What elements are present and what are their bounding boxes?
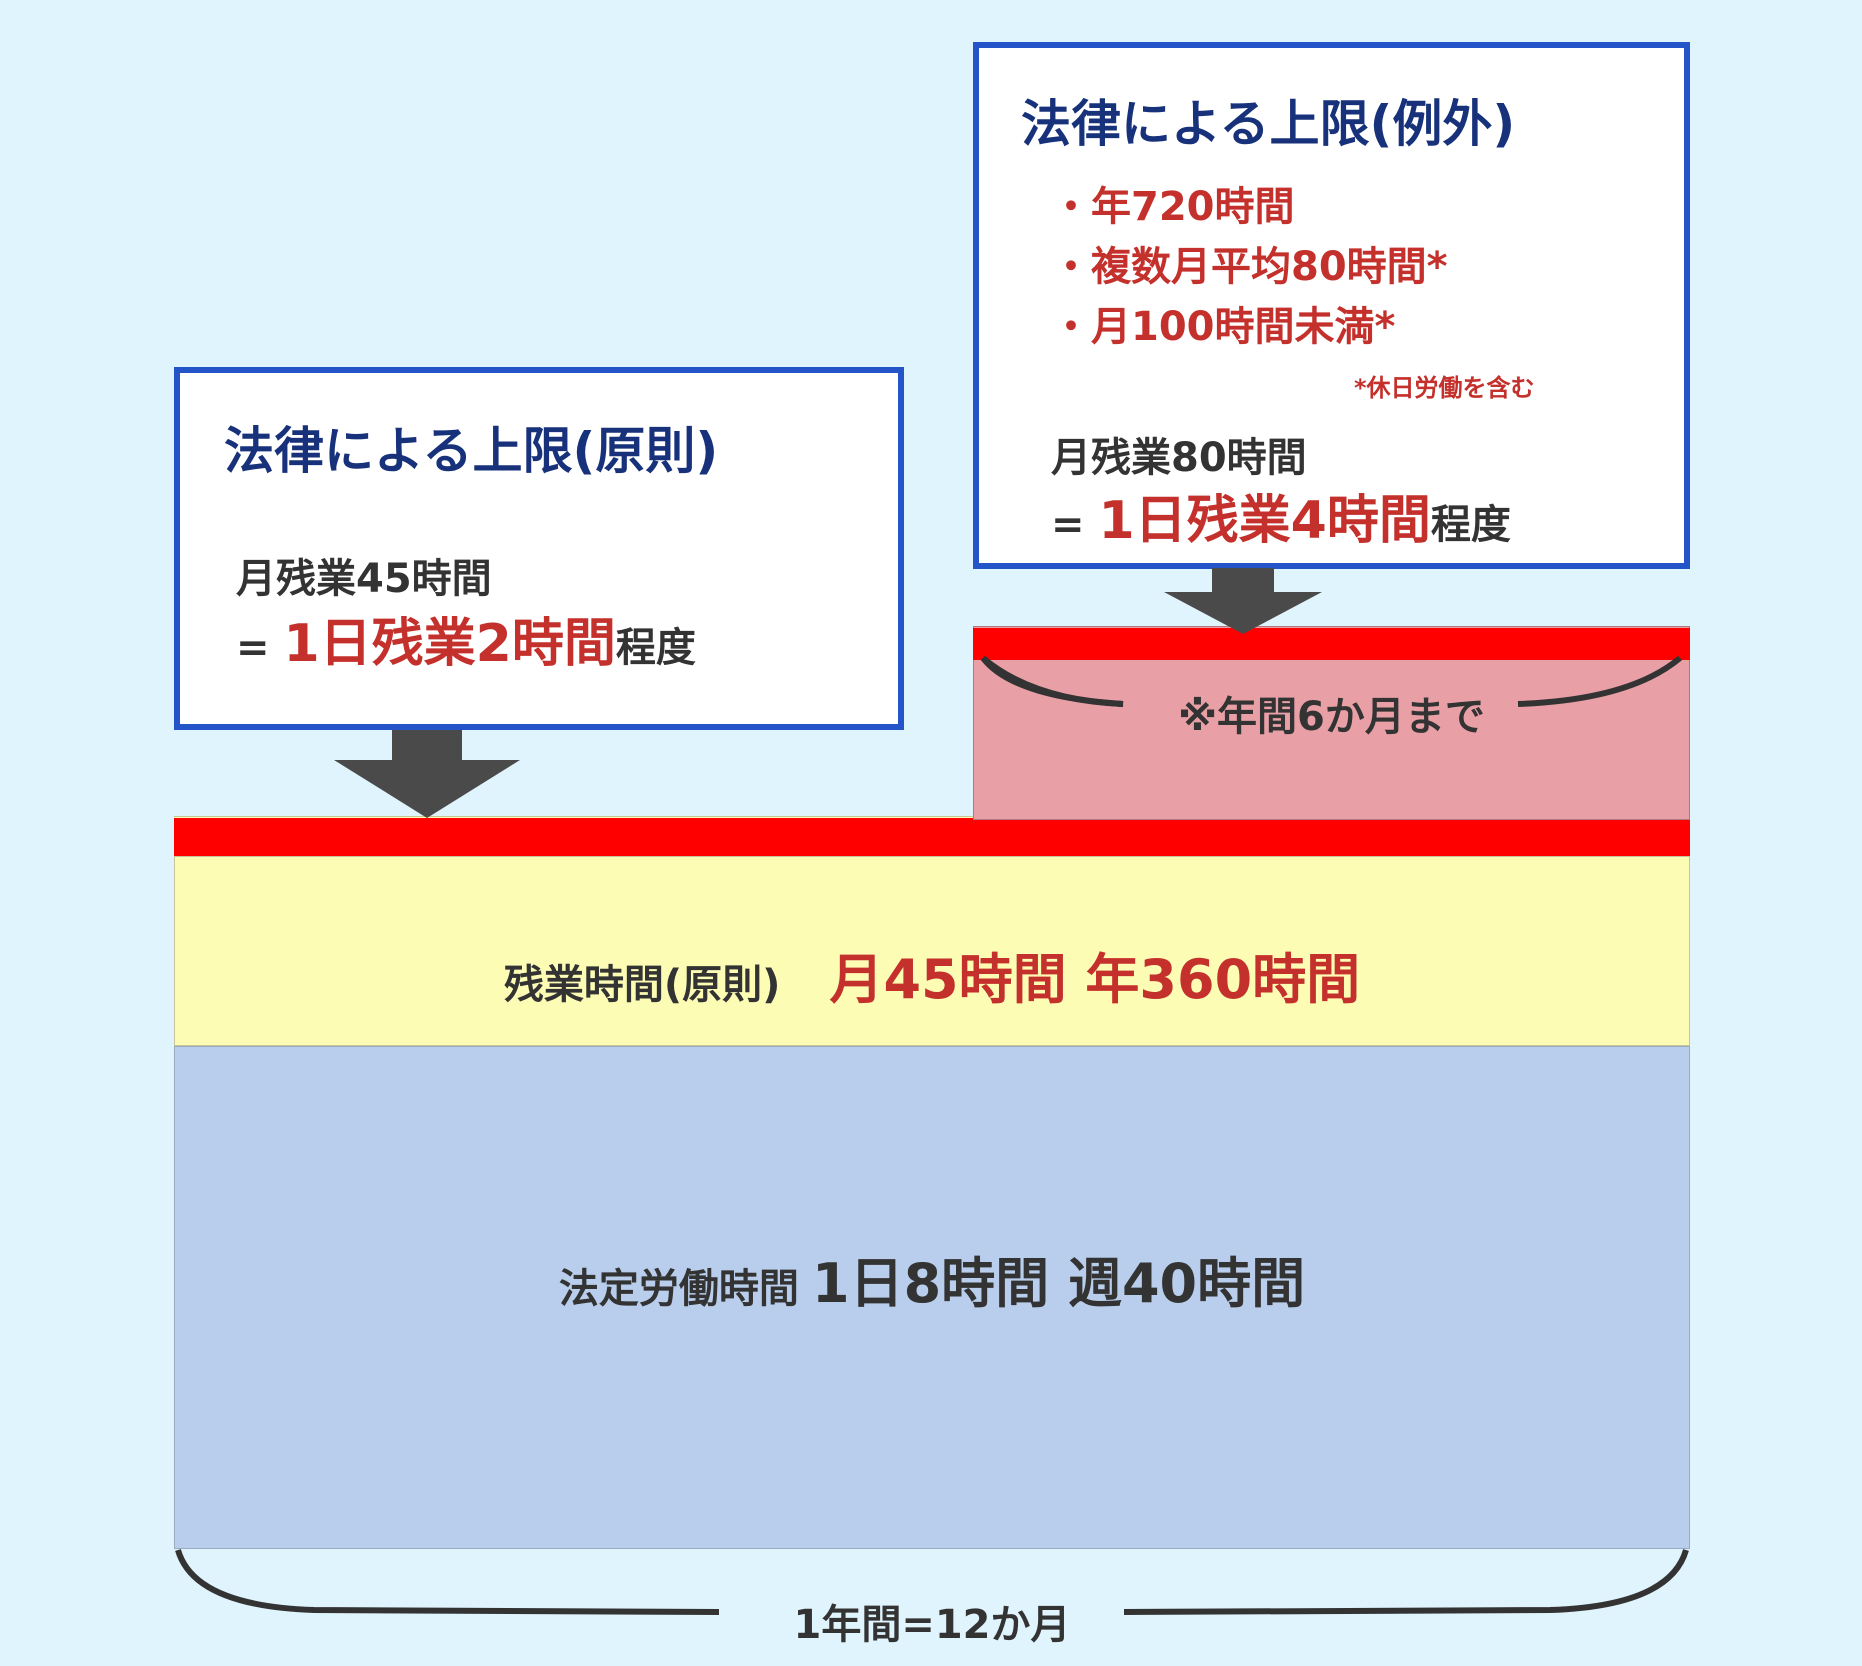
principle-limit-title: 法律による上限(原則): [224, 422, 719, 480]
year-span-label: 1年間=12か月: [793, 1602, 1071, 1648]
principle-daily-line: = 1日残業2時間程度: [236, 601, 696, 676]
principle-equals: =: [236, 625, 284, 671]
exception-bullet-annual: ・年720時間: [1051, 184, 1295, 230]
exception-monthly-overtime: 月残業80時間: [1051, 435, 1307, 481]
principle-overtime-label: 残業時間(原則): [503, 962, 781, 1008]
statutory-hours-block: 法定労働時間 1日8時間 週40時間: [174, 1046, 1690, 1549]
exception-approx: 程度: [1430, 502, 1511, 548]
statutory-hours-text: 法定労働時間 1日8時間 週40時間: [175, 1239, 1689, 1318]
principle-monthly-overtime: 月残業45時間: [236, 556, 492, 602]
exception-daily-line: = 1日残業4時間程度: [1051, 478, 1511, 553]
principle-down-arrow-icon: [334, 730, 520, 818]
principle-overtime-text: 残業時間(原則) 月45時間 年360時間: [175, 935, 1689, 1014]
principle-limit-box: 法律による上限(原則) 月残業45時間 = 1日残業2時間程度: [174, 367, 904, 730]
exception-brace: [980, 655, 1682, 707]
exception-bullet-monthly: ・月100時間未満*: [1051, 304, 1396, 350]
principle-limit-line: [174, 818, 1690, 856]
principle-overtime-block: 残業時間(原則) 月45時間 年360時間: [174, 856, 1690, 1046]
exception-equals: =: [1051, 502, 1099, 548]
principle-approx: 程度: [615, 625, 696, 671]
principle-daily-overtime: 1日残業2時間: [283, 614, 616, 674]
exception-limit-box: 法律による上限(例外) ・年720時間 ・複数月平均80時間* ・月100時間未…: [973, 42, 1690, 569]
exception-limit-line: [973, 628, 1690, 660]
exception-limit-title: 法律による上限(例外): [1021, 95, 1516, 153]
exception-bullet-multi-month: ・複数月平均80時間*: [1051, 244, 1448, 290]
exception-daily-overtime: 1日残業4時間: [1098, 491, 1431, 551]
exception-footnote: *休日労働を含む: [1354, 374, 1535, 402]
statutory-hours-label: 法定労働時間: [558, 1266, 799, 1312]
year-span-brace: [175, 1549, 1689, 1615]
principle-overtime-value: 月45時間 年360時間: [829, 948, 1361, 1011]
exception-down-arrow-icon: [1164, 568, 1322, 634]
exception-duration-label: ※年間6か月まで: [1178, 694, 1485, 740]
statutory-hours-value: 1日8時間 週40時間: [812, 1252, 1306, 1315]
